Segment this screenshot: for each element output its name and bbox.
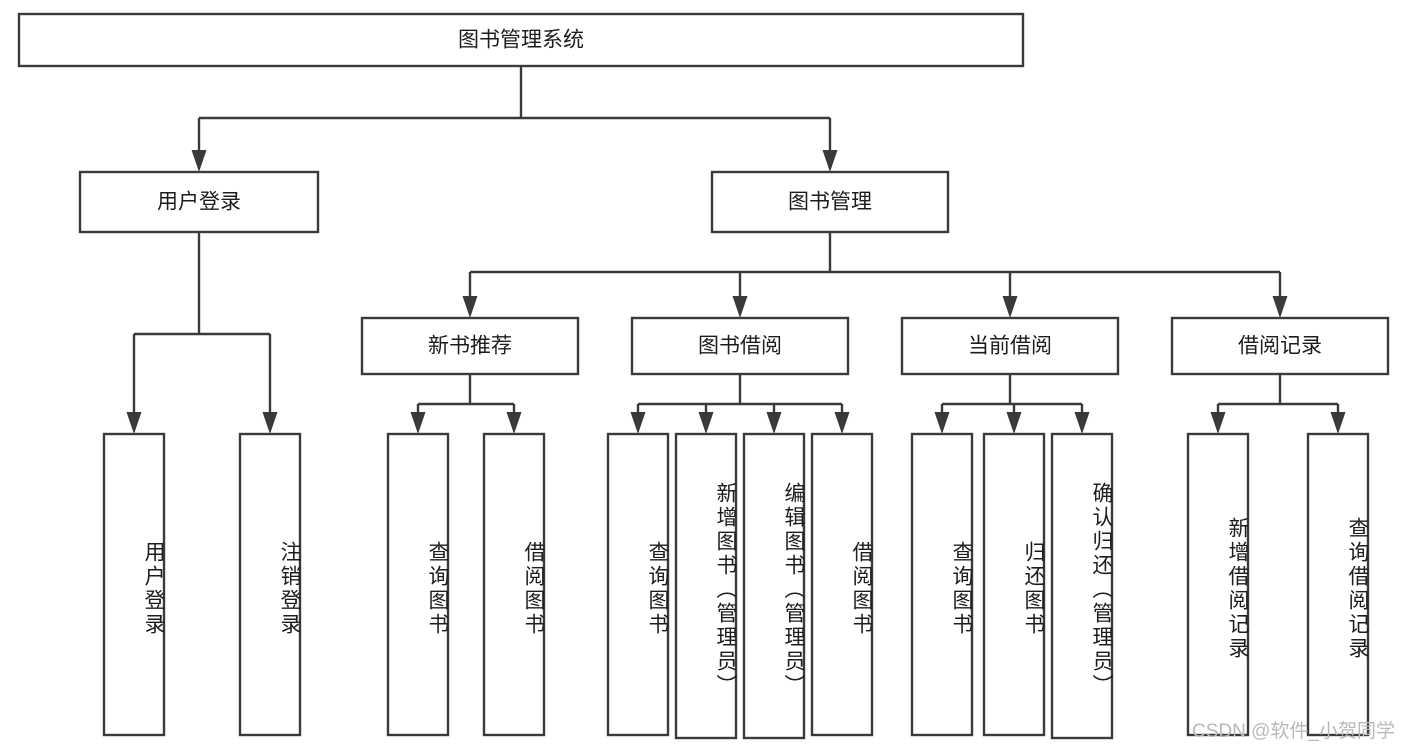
connector-root-to-level2: [199, 66, 830, 120]
node-box-借阅图书[interactable]: [482, 432, 546, 737]
arrow-head-icon: [1002, 296, 1018, 318]
node-box-新书推荐[interactable]: [360, 316, 580, 376]
node-box-查询图书[interactable]: [386, 432, 450, 737]
node-label-当前借阅: 当前借阅: [968, 335, 1052, 358]
arrow-head-icon: [1210, 412, 1226, 434]
arrow-head-icon: [766, 412, 782, 434]
node-box-新增图书管理员[interactable]: [674, 432, 738, 740]
node-box-图书借阅[interactable]: [630, 316, 850, 376]
arrow-head-icon: [630, 412, 646, 434]
connector-borrow-record-to-leaves: [1218, 374, 1338, 406]
node-label-图书管理: 图书管理: [788, 191, 872, 214]
connector-layer: [126, 66, 1346, 434]
connector-book-borrow-to-leaves: [638, 374, 842, 406]
arrow-head-icon: [1272, 296, 1288, 318]
arrow-head-icon: [732, 296, 748, 318]
node-label-新书推荐: 新书推荐: [428, 335, 512, 358]
node-box-用户登录[interactable]: [102, 432, 166, 737]
node-box-当前借阅[interactable]: [900, 316, 1120, 376]
arrow-head-icon: [410, 412, 426, 434]
arrow-head-icon: [126, 412, 142, 434]
node-box-新增借阅记录[interactable]: [1186, 432, 1250, 737]
arrow-head-icon: [1006, 412, 1022, 434]
arrow-head-icon: [1074, 412, 1090, 434]
node-label-用户登录: 用户登录: [157, 191, 241, 214]
arrow-head-icon: [934, 412, 950, 434]
node-box-查询图书[interactable]: [910, 432, 974, 737]
connector-book-mgmt-to-level3: [470, 232, 1280, 274]
node-box-图书管理系统[interactable]: [17, 12, 1025, 68]
arrow-head-icon: [262, 412, 278, 434]
node-label-借阅记录: 借阅记录: [1238, 335, 1322, 358]
node-box-归还图书[interactable]: [982, 432, 1046, 737]
arrow-head-icon: [462, 296, 478, 318]
node-box-查询图书[interactable]: [606, 432, 670, 737]
arrow-head-icon: [1330, 412, 1346, 434]
node-box-编辑图书管理员[interactable]: [742, 432, 806, 740]
node-label-图书借阅: 图书借阅: [698, 335, 782, 358]
connector-user-login-to-leaves: [134, 232, 270, 336]
node-label-图书管理系统: 图书管理系统: [458, 29, 584, 52]
node-box-确认归还管理员[interactable]: [1050, 432, 1114, 740]
connector-current-borrow-to-leaves: [942, 374, 1082, 406]
node-box-借阅图书[interactable]: [810, 432, 874, 737]
arrow-head-icon: [191, 150, 207, 172]
node-box-用户登录[interactable]: [78, 170, 320, 234]
arrow-head-icon: [698, 412, 714, 434]
node-box-注销登录[interactable]: [238, 432, 302, 737]
node-box-图书管理[interactable]: [710, 170, 950, 234]
node-box-查询借阅记录[interactable]: [1306, 432, 1370, 737]
arrow-head-icon: [506, 412, 522, 434]
box-layer: [17, 12, 1390, 740]
csdn-watermark: CSDN @软件_小贺同学: [1192, 721, 1395, 742]
arrow-head-icon: [834, 412, 850, 434]
arrow-head-icon: [822, 150, 838, 172]
connector-new-book-to-leaves: [418, 374, 514, 406]
node-box-借阅记录[interactable]: [1170, 316, 1390, 376]
